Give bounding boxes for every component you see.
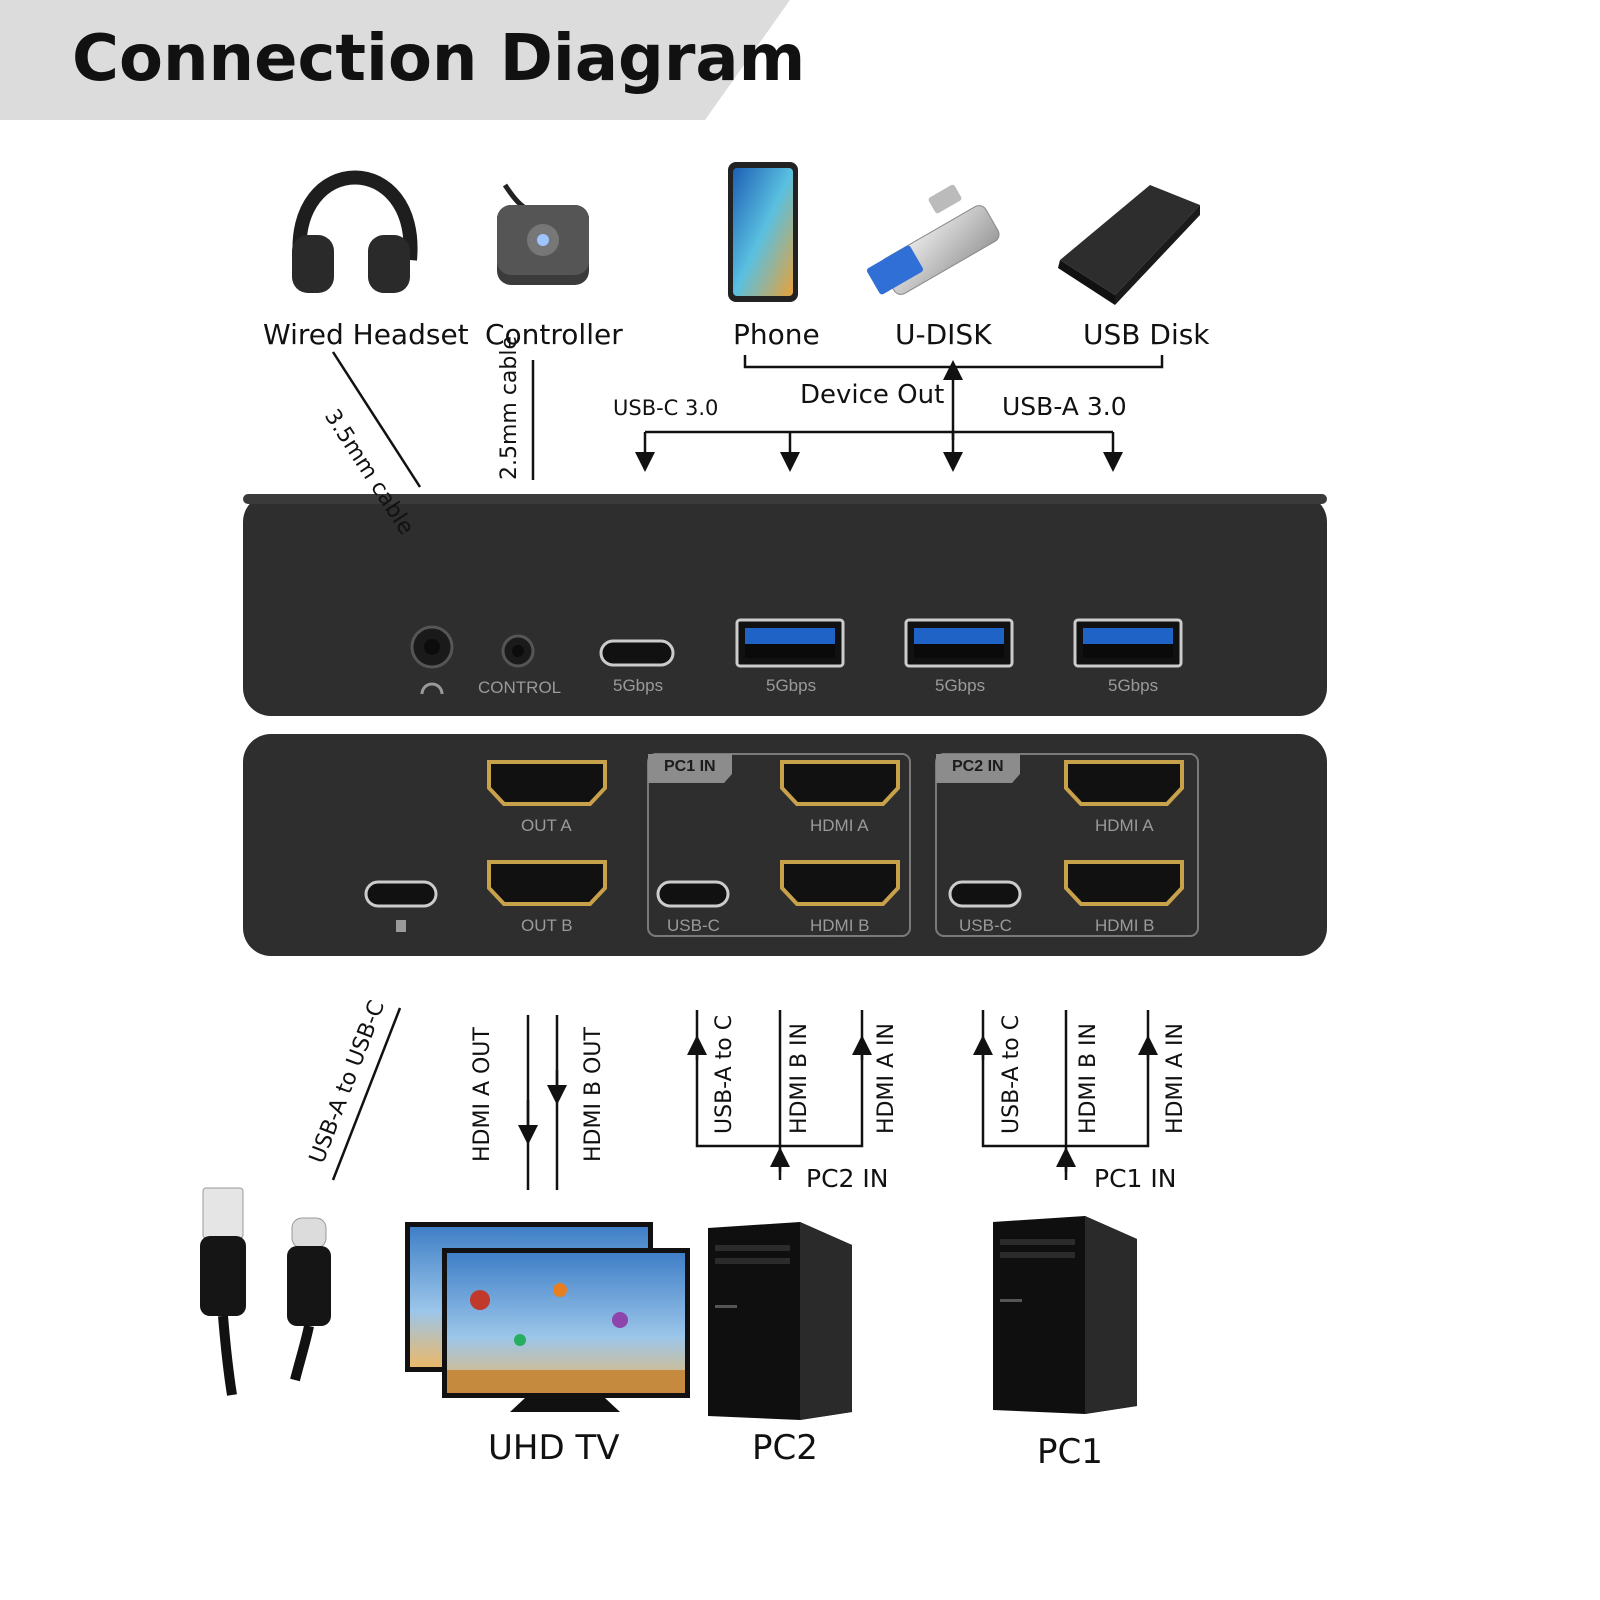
usb-a-cable-label: USB-A 3.0: [1002, 392, 1127, 421]
tv-label: UHD TV: [488, 1428, 620, 1468]
usb-a1-speed-label: 5Gbps: [766, 676, 817, 695]
hdmi-out-a-port: [487, 760, 607, 806]
headset-label: Wired Headset: [263, 318, 469, 351]
u-disk-icon: [866, 184, 1000, 295]
power-usb-c-port: [364, 880, 438, 908]
usb-a3-speed-label: 5Gbps: [1108, 676, 1159, 695]
front-panel: [243, 494, 1327, 716]
pc2-usb-c-label: USB-C: [959, 916, 1012, 935]
pc2-in-label: PC2 IN: [806, 1164, 889, 1193]
pc2-group-tab: PC2 IN: [952, 758, 1004, 775]
pc2-hdmi-a-port: [1064, 760, 1184, 806]
tv-icon: [405, 1222, 690, 1412]
usb-a-port-1: [735, 618, 845, 668]
page-title: Connection Diagram: [72, 22, 806, 96]
hdmi-b-out-label: HDMI B OUT: [581, 1027, 606, 1162]
pc2-hdmi-a-cable-label: HDMI A IN: [874, 1023, 899, 1134]
pc2-label: PC2: [752, 1428, 818, 1468]
hdmi-a-out-label: HDMI A OUT: [470, 1027, 495, 1162]
controller-icon: [497, 183, 589, 285]
rear-panel: [243, 734, 1327, 956]
u-disk-label: U-DISK: [895, 318, 992, 351]
pc2-hdmi-a-label: HDMI A: [1095, 816, 1154, 835]
pc1-hdmi-a-port: [780, 760, 900, 806]
usb-a-port-2: [904, 618, 1014, 668]
pc2-usb-cable-label: USB-A to C: [712, 1014, 737, 1134]
pc1-hdmi-b-label: HDMI B: [810, 916, 870, 935]
pc2-hdmi-b-cable-label: HDMI B IN: [787, 1023, 812, 1134]
pc2-tower-icon: [708, 1222, 852, 1420]
usb-cable-icon: [200, 1187, 331, 1396]
pc2-hdmi-b-port: [1064, 860, 1184, 906]
pc2-usb-c-port: [948, 880, 1022, 908]
usb-a-port-3: [1073, 618, 1183, 668]
control-cable-label: 2.5mm cable: [497, 335, 522, 480]
pc1-usb-c-label: USB-C: [667, 916, 720, 935]
pc1-hdmi-b-cable-label: HDMI B IN: [1076, 1023, 1101, 1134]
pc1-usb-c-port: [656, 880, 730, 908]
pc1-group-tab: PC1 IN: [664, 758, 716, 775]
headset-icon: [292, 170, 418, 293]
hdmi-out-b-port: [487, 860, 607, 906]
usb-disk-icon: [1058, 185, 1200, 305]
phone-icon: [728, 162, 798, 302]
pc1-hdmi-a-label: HDMI A: [810, 816, 869, 835]
pc1-label: PC1: [1037, 1432, 1103, 1472]
control-port-label: CONTROL: [478, 678, 562, 697]
pc1-hdmi-a-cable-label: HDMI A IN: [1163, 1023, 1188, 1134]
usb-a2-speed-label: 5Gbps: [935, 676, 986, 695]
phone-label: Phone: [733, 318, 820, 351]
usb-disk-label: USB Disk: [1083, 318, 1210, 351]
pc1-in-label: PC1 IN: [1094, 1164, 1177, 1193]
out-a-label: OUT A: [521, 816, 572, 835]
pc1-tower-icon: [993, 1216, 1137, 1414]
usb-c-speed-label: 5Gbps: [613, 676, 664, 695]
usb-c-cable-label: USB-C 3.0: [613, 396, 719, 420]
title-banner: [0, 0, 790, 120]
pc1-hdmi-b-port: [780, 860, 900, 906]
pc1-usb-cable-label: USB-A to C: [999, 1014, 1024, 1134]
out-b-label: OUT B: [521, 916, 573, 935]
controller-label: Controller: [485, 318, 623, 351]
usb-c-port: [599, 639, 675, 667]
pc2-hdmi-b-label: HDMI B: [1095, 916, 1155, 935]
device-out-label: Device Out: [800, 380, 945, 410]
